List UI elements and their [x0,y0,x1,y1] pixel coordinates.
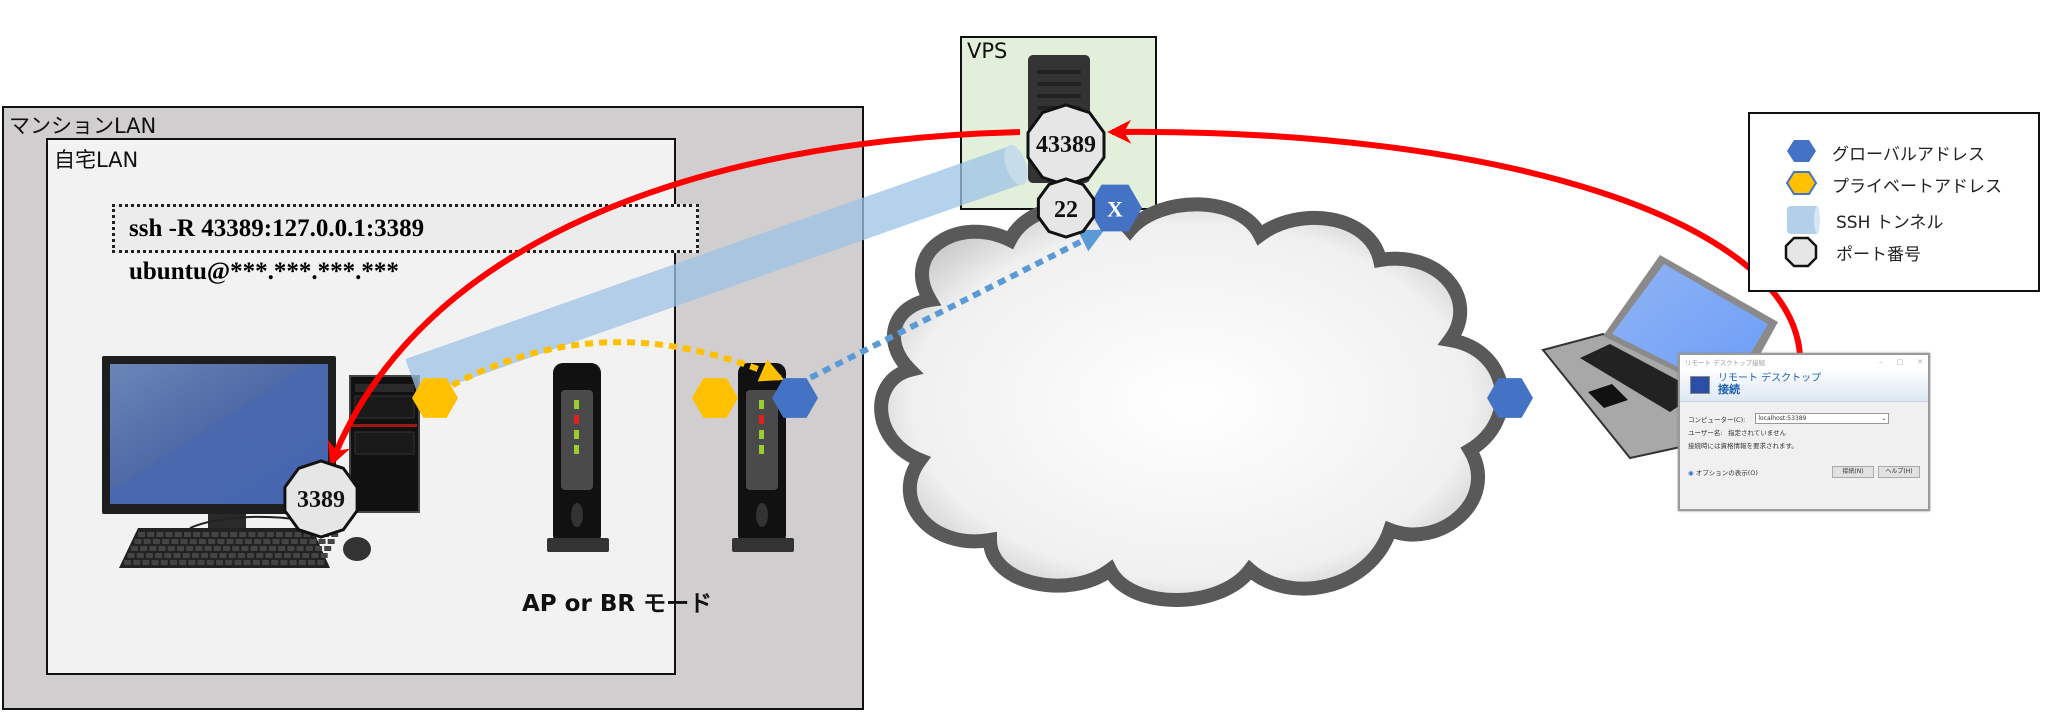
dotted-arrow-private [438,339,785,395]
options-toggle[interactable]: ◉ オプションの表示(O) [1688,467,1758,477]
user-value: 指定されていません [1728,428,1787,437]
router-mode-label: AP or BR モード [522,591,713,617]
port-3389: 3389 [283,459,359,539]
vps-global-hex-label: X [1107,197,1123,222]
keyboard [119,528,339,568]
maximize-icon[interactable]: □ [1896,357,1904,366]
user-label: ユーザー名: [1688,428,1723,437]
global-address-hex-client [1487,378,1533,418]
rdp-path-vps-to-pc [327,129,1021,467]
close-icon[interactable]: ✕ [1917,357,1923,366]
global-address-hex-vps [1088,184,1142,232]
legend-icons [1784,140,1820,268]
port-octagon-icon [1784,236,1818,268]
connect-button[interactable]: 接続(N) [1832,465,1874,478]
computer-input[interactable]: localhost:53389 ⌄ [1755,413,1890,424]
internet-cloud [874,197,1509,607]
mansion-lan-label: マンションLAN [9,114,157,138]
credential-info: 接続時には資格情報を要求されます。 [1688,441,1798,450]
blue-hexagon-icon [1787,140,1816,162]
router-1 [547,363,609,552]
port-22-label: 22 [1054,197,1078,223]
port-22: 22 [1036,177,1096,239]
port-43389: 43389 [1026,103,1106,187]
legend-private-address: プライベートアドレス [1832,177,2002,197]
rdp-titlebar: リモート デスクトップ接続 – □ ✕ [1680,355,1928,368]
legend-port-number: ポート番号 [1836,245,1921,265]
home-lan-label: 自宅LAN [54,148,139,172]
minimize-icon[interactable]: – [1879,357,1883,366]
port-43389-label: 43389 [1036,132,1096,158]
port-3389-label: 3389 [297,487,345,513]
help-button[interactable]: ヘルプ(H) [1878,465,1920,478]
remote-desktop-dialog: リモート デスクトップ接続 – □ ✕ リモート デスクトップ 接続 コンピューター… [1678,353,1930,511]
rdp-banner: リモート デスクトップ 接続 [1680,368,1928,402]
orange-hexagon-icon [1785,171,1818,195]
ssh-tunnel-icon [1787,206,1820,234]
global-address-hex-router [772,378,818,418]
vps-label: VPS [967,39,1008,63]
pc-tower [349,375,420,513]
legend-global-address: グローバルアドレス [1832,145,1985,165]
legend-ssh-tunnel: SSH トンネル [1836,213,1944,233]
router-2 [732,363,794,552]
legend: グローバルアドレス プライベートアドレス SSH トンネル ポート番号 [1748,112,2040,292]
chevron-down-icon[interactable]: ⌄ [1881,415,1887,422]
private-address-hex-pc [412,378,458,418]
mouse [343,537,371,561]
dotted-arrow-global [796,229,1105,387]
expand-icon: ◉ [1688,468,1694,477]
rdp-heading-2: 接続 [1718,383,1740,396]
rdp-window-title: リモート デスクトップ接続 [1685,358,1766,367]
options-label: オプションの表示(O) [1695,468,1758,477]
computer-input-value: localhost:53389 [1758,415,1807,422]
rdp-monitor-icon [1690,375,1710,394]
rdp-path-laptop-to-vps [1107,119,1803,356]
rdp-heading-1: リモート デスクトップ [1718,373,1822,384]
private-address-hex-router [692,378,738,418]
ssh-tunnel [405,144,1028,397]
computer-label: コンピューター(C): [1688,415,1746,424]
